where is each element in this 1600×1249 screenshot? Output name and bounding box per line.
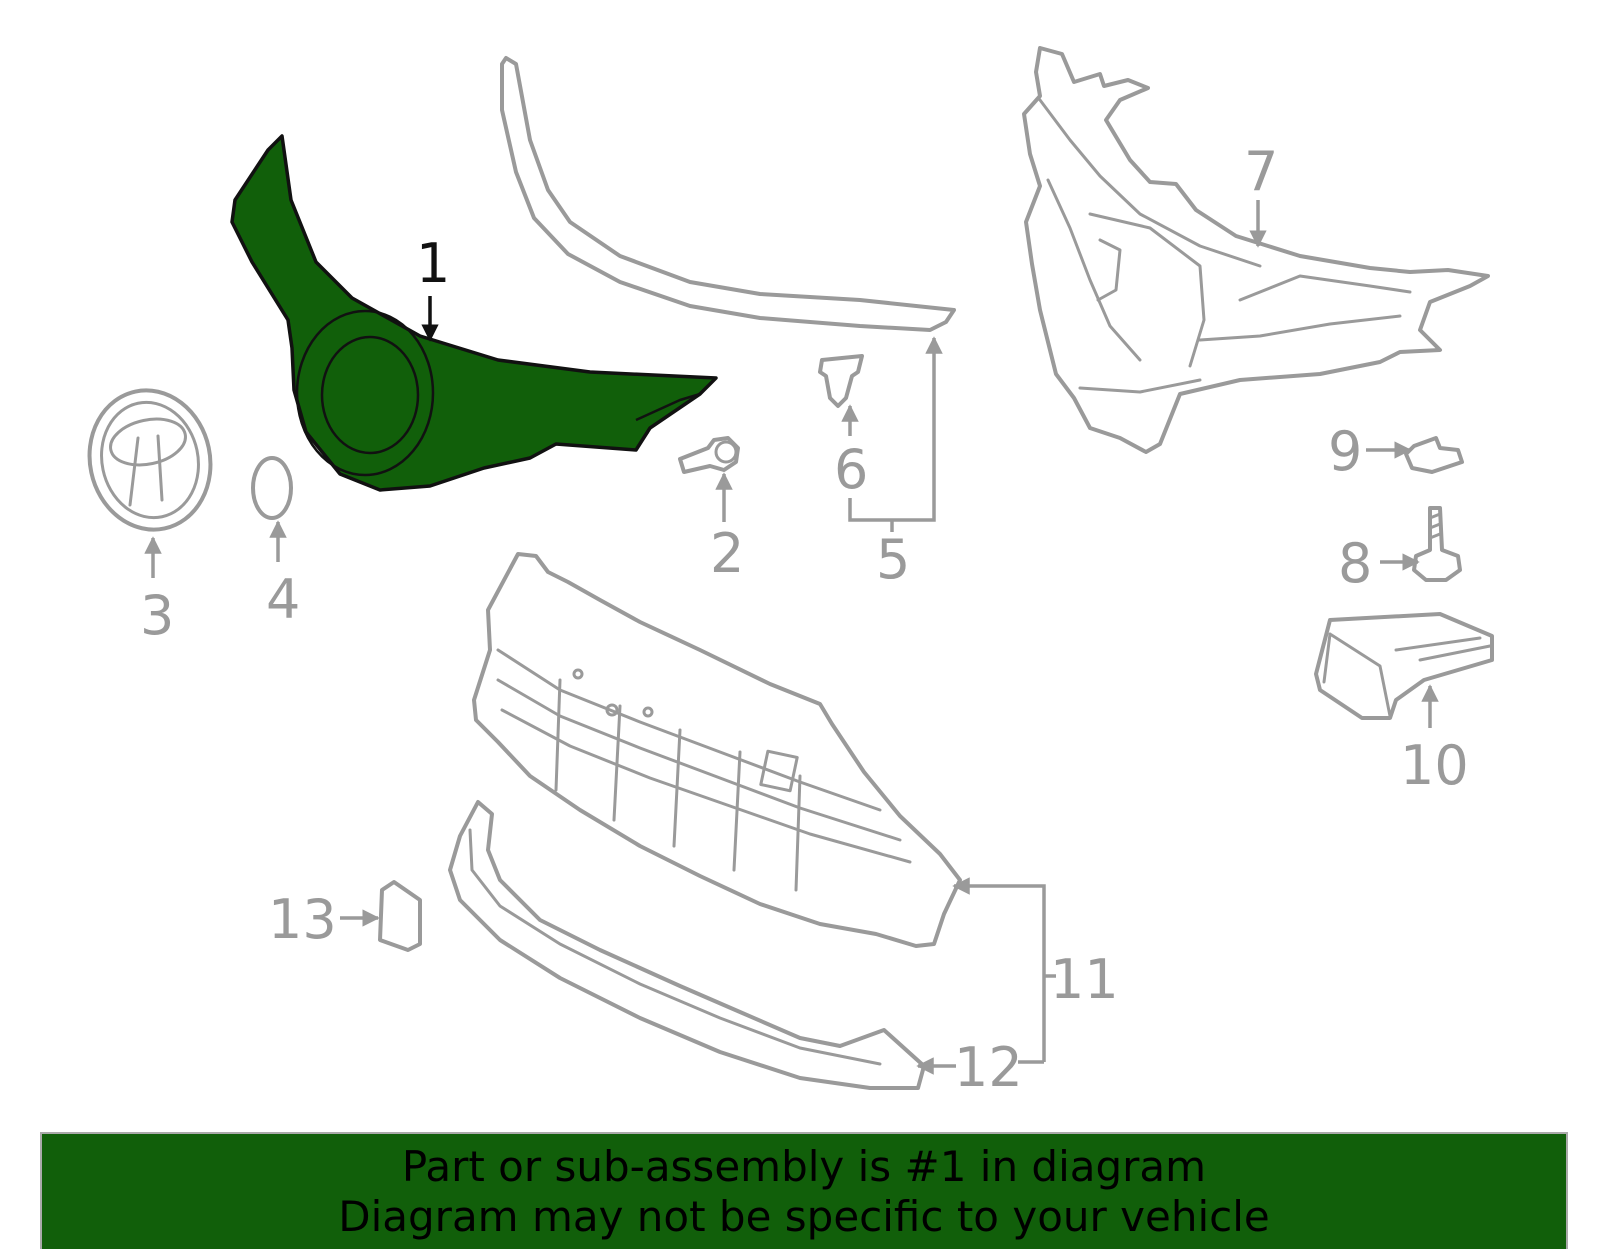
- part-5-shape: [500, 56, 956, 332]
- callout-2: 2: [710, 522, 744, 585]
- part-3-inner: [100, 400, 200, 520]
- callout-5: 5: [876, 528, 910, 591]
- part-9-nut-clip[interactable]: [1404, 436, 1464, 474]
- part-7-shape: [1022, 46, 1490, 454]
- part-5-upper-molding[interactable]: [500, 56, 956, 332]
- part-7-support[interactable]: [1022, 46, 1490, 454]
- callout-12: 12: [954, 1036, 1023, 1099]
- parts-diagram: 1 2 3 4 5 6 7 8 9 10 11 12 13: [77, 46, 1494, 1099]
- part-13-cap[interactable]: [378, 880, 422, 952]
- callout-10: 10: [1400, 734, 1469, 797]
- callout-6: 6: [834, 438, 868, 501]
- callout-4: 4: [266, 568, 300, 631]
- part-11-hole-b: [605, 703, 619, 717]
- part-10-duct[interactable]: [1314, 612, 1494, 720]
- footer-line-1: Part or sub-assembly is #1 in diagram: [401, 1141, 1207, 1191]
- part-1-ring-inner: [320, 335, 420, 455]
- part-3-logo-oval: [109, 417, 187, 467]
- callout-1: 1: [416, 232, 450, 295]
- callout-3: 3: [140, 584, 174, 647]
- part-10-mouth: [1322, 632, 1492, 718]
- part-8-shape: [1412, 506, 1462, 582]
- callout-11: 11: [1050, 948, 1119, 1011]
- part-4-gasket[interactable]: [251, 456, 293, 520]
- part-11-hole-a: [572, 668, 584, 680]
- footer-banner: Part or sub-assembly is #1 in diagram Di…: [40, 1132, 1568, 1249]
- part-1-grille-molding[interactable]: [230, 134, 718, 492]
- part-12-edge: [468, 828, 882, 1066]
- callout-8: 8: [1338, 532, 1372, 595]
- part-3-logo-stem: [128, 434, 164, 507]
- callout-7: 7: [1244, 140, 1278, 203]
- part-7-detail-b: [1038, 98, 1262, 394]
- part-11-sensor-mount: [759, 749, 799, 793]
- part-2-screw[interactable]: [678, 436, 740, 474]
- callout-9: 9: [1328, 420, 1362, 483]
- part-11-grid-v: [554, 678, 802, 892]
- footer-line-2: Diagram may not be specific to your vehi…: [338, 1191, 1270, 1241]
- part-3-emblem[interactable]: [77, 379, 223, 541]
- leader-11-bracket: [952, 877, 1046, 1062]
- part-1-tab: [635, 392, 701, 447]
- part-11-lower-grille[interactable]: [472, 552, 962, 948]
- part-2-head: [714, 440, 738, 464]
- part-6-clip[interactable]: [818, 354, 864, 408]
- part-11-hole-c: [642, 706, 654, 718]
- part-7-detail-a: [1046, 178, 1412, 368]
- part-8-bolt[interactable]: [1412, 506, 1462, 582]
- part-10-shape: [1314, 612, 1494, 720]
- part-8-thread: [1428, 512, 1442, 540]
- part-1-ring-outer: [295, 309, 435, 477]
- callout-13: 13: [268, 888, 337, 951]
